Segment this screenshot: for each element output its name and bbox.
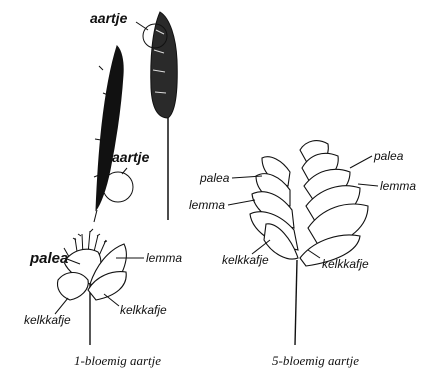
five-flowered-spikelet — [250, 141, 368, 345]
caption-right: 5-bloemig aartje — [272, 353, 359, 368]
label-lemma-right-1: lemma — [189, 198, 225, 212]
label-palea-left: palea — [29, 250, 68, 267]
one-flowered-spikelet — [58, 229, 127, 345]
label-lemma-right-2: lemma — [380, 179, 416, 193]
label-palea-right-1: palea — [199, 171, 230, 185]
dark-panicle — [94, 46, 123, 222]
label-kelkkafje-left-2: kelkkafje — [120, 303, 167, 317]
label-palea-right-2: palea — [373, 149, 404, 163]
label-kelkkafje-left-1: kelkkafje — [24, 313, 71, 327]
label-aartje-mid: aartje — [112, 149, 150, 165]
label-aartje-top: aartje — [90, 10, 128, 26]
caption-left: 1-bloemig aartje — [74, 353, 161, 368]
label-kelkkafje-right-1: kelkkafje — [222, 253, 269, 267]
label-kelkkafje-right-2: kelkkafje — [322, 257, 369, 271]
callout-circle-mid — [103, 172, 133, 202]
label-lemma-left: lemma — [146, 251, 182, 265]
